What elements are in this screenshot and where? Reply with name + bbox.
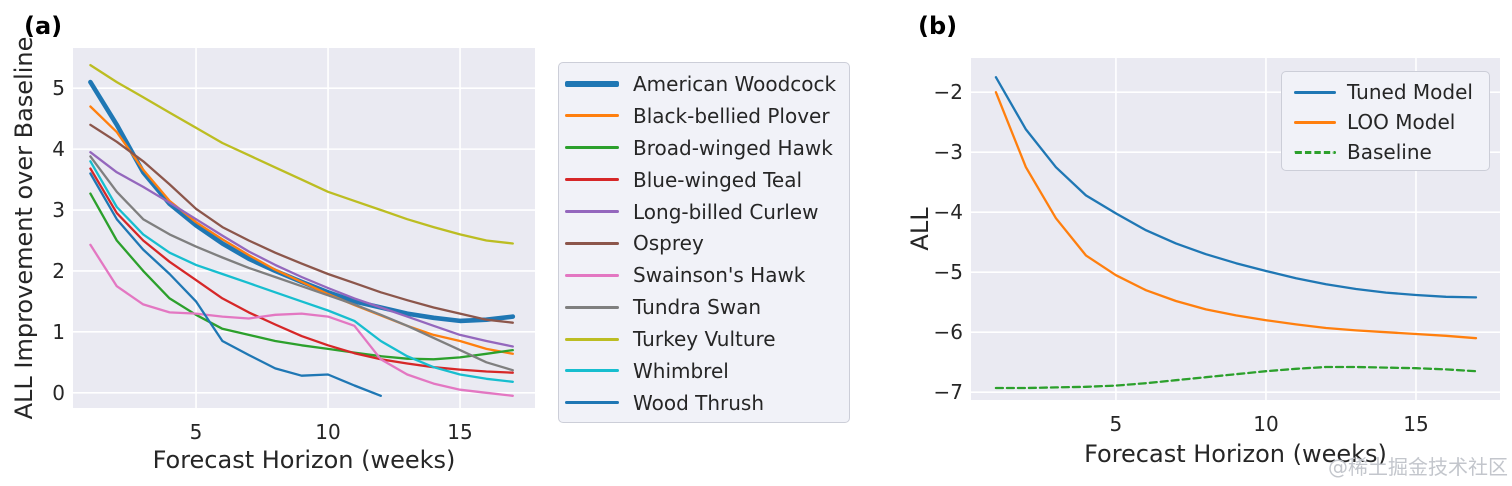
legend-label: Wood Thrush: [633, 390, 765, 415]
legend-line-sample: [1294, 150, 1336, 154]
legend-line-sample: [1294, 90, 1336, 94]
legend-item: Turkey Vulture: [559, 323, 849, 355]
x-tick-label: 10: [1253, 412, 1279, 436]
y-tick-label: 5: [52, 76, 65, 101]
legend-label: Tuned Model: [1347, 80, 1473, 104]
legend-label: American Woodcock: [633, 71, 837, 96]
panel-a-plot-area: [73, 48, 535, 408]
legend-item: Osprey: [559, 227, 849, 259]
legend-item: Tuned Model: [1282, 77, 1489, 107]
legend-label: Osprey: [633, 231, 704, 256]
legend-line-sample: [565, 337, 619, 341]
legend-label: Baseline: [1347, 140, 1432, 164]
legend-item: Blue-winged Teal: [559, 164, 849, 196]
legend-line-sample: [565, 210, 619, 213]
legend-item: Baseline: [1282, 137, 1489, 167]
legend-label: Whimbrel: [633, 358, 729, 383]
y-tick-label: −2: [933, 80, 963, 105]
x-tick-label: 15: [447, 420, 473, 444]
legend-line-sample: [565, 178, 619, 182]
x-tick-label: 15: [1403, 412, 1429, 436]
legend-line-sample: [565, 241, 619, 245]
legend-line-sample: [1294, 120, 1336, 124]
legend-line-sample: [565, 305, 619, 309]
legend-item: American Woodcock: [559, 68, 849, 100]
legend-label: Broad-winged Hawk: [633, 135, 833, 160]
panel-b-x-axis-label: Forecast Horizon (weeks): [1084, 440, 1387, 468]
y-tick-label: −5: [933, 260, 963, 285]
x-tick-label: 5: [189, 420, 203, 444]
legend-label: Swainson's Hawk: [633, 263, 806, 288]
y-tick-label: −7: [933, 380, 963, 405]
y-tick-label: 0: [52, 380, 65, 405]
legend-label: LOO Model: [1347, 110, 1456, 134]
legend-line-sample: [565, 401, 619, 405]
panel-b-label: (b): [918, 12, 958, 40]
legend-label: Tundra Swan: [633, 295, 762, 320]
y-tick-label: 3: [52, 198, 65, 223]
legend-item: Long-billed Curlew: [559, 196, 849, 228]
x-tick-label: 10: [315, 420, 341, 444]
watermark: @稀土掘金技术社区: [1328, 455, 1508, 479]
legend-label: Turkey Vulture: [633, 327, 776, 352]
y-tick-label: 2: [52, 258, 65, 283]
panel-a-label: (a): [24, 12, 63, 40]
y-tick-label: 1: [52, 319, 65, 344]
legend-line-sample: [565, 114, 619, 118]
legend-line-sample: [565, 273, 619, 277]
legend-line-sample: [565, 146, 619, 150]
legend-label: Blue-winged Teal: [633, 167, 803, 192]
legend-item: Broad-winged Hawk: [559, 132, 849, 164]
legend-item: Black-bellied Plover: [559, 100, 849, 132]
legend-item: Tundra Swan: [559, 291, 849, 323]
legend-item: Swainson's Hawk: [559, 259, 849, 291]
panel-a-x-axis-label: Forecast Horizon (weeks): [152, 446, 456, 474]
y-tick-label: −3: [933, 140, 963, 165]
y-tick-label: −6: [933, 320, 963, 345]
x-tick-label: 5: [1109, 412, 1123, 436]
y-tick-label: 4: [52, 137, 65, 162]
legend-label: Black-bellied Plover: [633, 103, 830, 128]
legend-item: Whimbrel: [559, 355, 849, 387]
legend-line-sample: [565, 369, 619, 373]
legend-line-sample: [565, 80, 619, 87]
legend-item: LOO Model: [1282, 107, 1489, 137]
y-tick-label: −4: [933, 200, 963, 225]
legend-label: Long-billed Curlew: [633, 199, 819, 224]
legend-item: Wood Thrush: [559, 387, 849, 419]
